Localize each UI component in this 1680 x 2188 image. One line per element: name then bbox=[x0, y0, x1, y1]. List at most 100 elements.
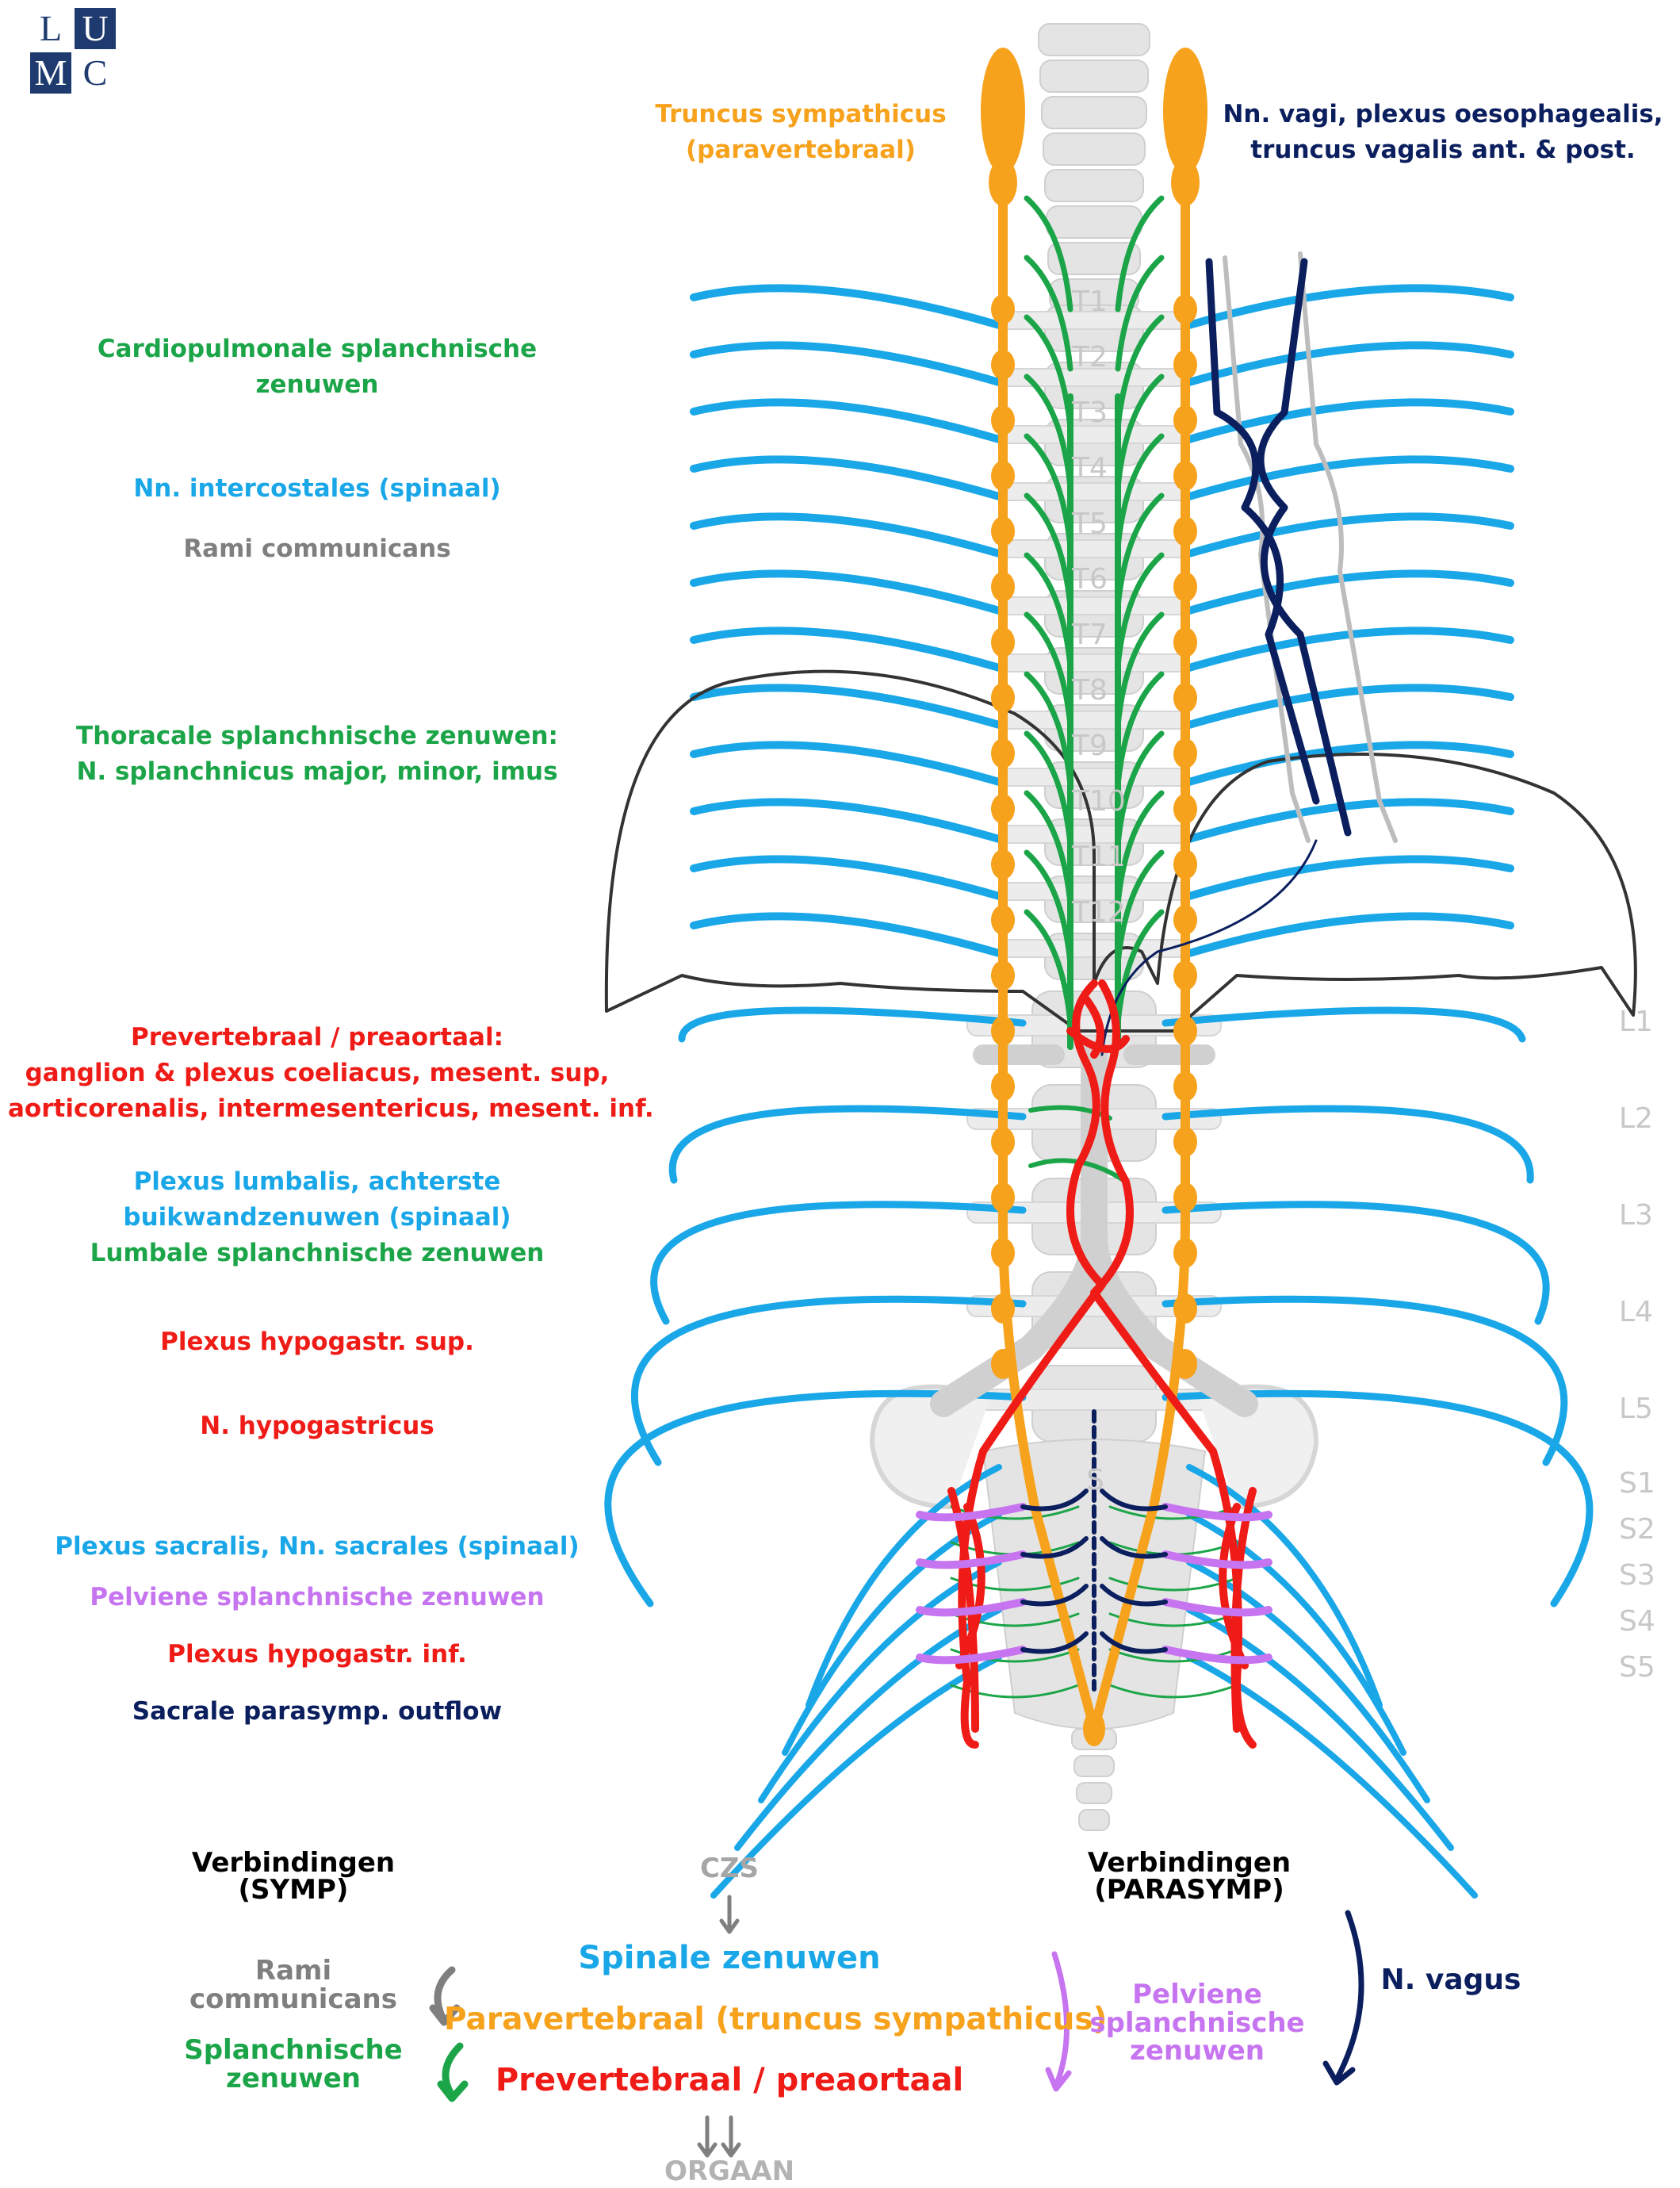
sympathetic-ganglion bbox=[1173, 405, 1197, 435]
lumbar-label: L2 bbox=[1619, 1102, 1653, 1135]
sympathetic-ganglion bbox=[1173, 1293, 1197, 1324]
sacral-label: S3 bbox=[1619, 1559, 1655, 1592]
sympathetic-ganglion bbox=[1173, 1016, 1197, 1046]
label-line: Plexus hypogastr. sup. bbox=[32, 1324, 603, 1360]
thoracic-label: T7 bbox=[1072, 619, 1108, 651]
flow-vagus: N. vagus bbox=[1364, 1964, 1538, 1996]
thoracic-label: T4 bbox=[1072, 452, 1108, 485]
lumbar-label: L5 bbox=[1619, 1393, 1653, 1425]
intercostal-nerve-left bbox=[694, 516, 999, 554]
cervical-ganglion bbox=[1171, 159, 1200, 206]
intercostal-nerve-right bbox=[1189, 459, 1510, 496]
sacral-nerve-right bbox=[1189, 1610, 1451, 1848]
flow-line: zenuwen bbox=[1070, 2037, 1324, 2066]
flow-line: (PARASYMP) bbox=[1031, 1876, 1348, 1903]
lumbar-label: L1 bbox=[1619, 1006, 1653, 1038]
label-intercostales: Nn. intercostales (spinaal) bbox=[32, 471, 603, 507]
flow-line: Verbindingen bbox=[1031, 1849, 1348, 1876]
label-line: ganglion & plexus coeliacus, mesent. sup… bbox=[8, 1056, 626, 1091]
sympathetic-ganglion bbox=[1173, 1238, 1197, 1268]
intercostal-nerve-right bbox=[1189, 516, 1510, 554]
label-line: aorticorenalis, intermesentericus, mesen… bbox=[8, 1091, 626, 1127]
label-line: Rami communicans bbox=[32, 531, 603, 567]
cervical-vertebra bbox=[1042, 97, 1146, 128]
sympathetic-ganglion bbox=[991, 516, 1015, 546]
intercostal-nerve-right bbox=[1189, 288, 1510, 325]
sympathetic-ganglion bbox=[1173, 572, 1197, 602]
arrow-vagus bbox=[1337, 1913, 1361, 2079]
sympathetic-ganglion bbox=[1173, 1349, 1197, 1379]
label-line: Truncus sympathicus bbox=[618, 97, 983, 132]
sympathetic-ganglion bbox=[1173, 738, 1197, 768]
coccyx-segment bbox=[1077, 1783, 1112, 1803]
label-hypogastr-inf: Plexus hypogastr. inf. bbox=[32, 1637, 603, 1673]
thoracic-label: T11 bbox=[1072, 841, 1126, 873]
intercostal-nerve-left bbox=[694, 573, 999, 611]
intercostal-nerve-left bbox=[694, 288, 999, 325]
sympathetic-ganglion bbox=[1173, 461, 1197, 491]
sympathetic-ganglion bbox=[991, 1293, 1015, 1324]
thoracic-label: T8 bbox=[1072, 674, 1108, 707]
label-line: N. hypogastricus bbox=[32, 1408, 603, 1444]
label-line: (paravertebraal) bbox=[618, 132, 983, 168]
label-cardiopulmonale: Cardiopulmonale splanchnische zenuwen bbox=[32, 331, 603, 403]
sympathetic-ganglion bbox=[991, 572, 1015, 602]
sympathetic-ganglion bbox=[991, 738, 1015, 768]
thoracic-label: T3 bbox=[1072, 397, 1108, 429]
label-truncus-sympathicus: Truncus sympathicus (paravertebraal) bbox=[618, 97, 983, 168]
ganglion-impar bbox=[1083, 1711, 1105, 1746]
intercostal-nerve-left bbox=[694, 859, 999, 896]
thoracic-label: T6 bbox=[1072, 563, 1108, 596]
sacral-label: S5 bbox=[1619, 1651, 1655, 1684]
label-rami-communicans: Rami communicans bbox=[32, 531, 603, 567]
intercostal-nerve-left bbox=[694, 402, 999, 439]
sympathetic-ganglion bbox=[991, 627, 1015, 657]
flow-symp-title: Verbindingen (SYMP) bbox=[143, 1849, 444, 1903]
cervical-vertebra bbox=[1039, 24, 1150, 56]
flow-line: Splanchnische bbox=[159, 2037, 428, 2065]
label-sacrale-outflow: Sacrale parasymp. outflow bbox=[32, 1694, 603, 1730]
intercostal-nerve-right bbox=[1189, 859, 1510, 896]
sacral-label: S4 bbox=[1619, 1605, 1655, 1638]
label-plexus-sacralis: Plexus sacralis, Nn. sacrales (spinaal) bbox=[16, 1529, 618, 1565]
label-line: Sacrale parasymp. outflow bbox=[32, 1694, 603, 1730]
label-line: Thoracale splanchnische zenuwen: bbox=[32, 718, 603, 754]
label-thoracale-splanchnische: Thoracale splanchnische zenuwen: N. spla… bbox=[32, 718, 603, 790]
superior-cervical-ganglion bbox=[1163, 48, 1207, 174]
label-hypogastr-sup: Plexus hypogastr. sup. bbox=[32, 1324, 603, 1360]
sympathetic-ganglion bbox=[991, 849, 1015, 879]
cervical-ganglion bbox=[989, 159, 1017, 206]
sympathetic-ganglion bbox=[991, 1238, 1015, 1268]
label-line: Plexus sacralis, Nn. sacrales (spinaal) bbox=[16, 1529, 618, 1565]
logo-l: L bbox=[30, 8, 71, 49]
label-prevertebraal: Prevertebraal / preaortaal: ganglion & p… bbox=[8, 1020, 626, 1127]
label-line: Plexus hypogastr. inf. bbox=[32, 1637, 603, 1673]
sympathetic-ganglion bbox=[1173, 849, 1197, 879]
label-vagus: Nn. vagi, plexus oesophagealis, truncus … bbox=[1221, 97, 1665, 168]
superior-cervical-ganglion bbox=[981, 48, 1025, 174]
logo-c: C bbox=[75, 52, 116, 94]
flow-spinale: Spinale zenuwen bbox=[507, 1940, 951, 1976]
sympathetic-ganglion bbox=[1173, 350, 1197, 380]
intercostal-nerve-left bbox=[694, 916, 999, 953]
flow-line: Pelviene bbox=[1070, 1981, 1324, 2010]
coccyx-segment bbox=[1074, 1756, 1114, 1776]
sympathetic-ganglion bbox=[1173, 294, 1197, 324]
flow-line: Verbindingen bbox=[143, 1849, 444, 1876]
sympathetic-ganglion bbox=[991, 1127, 1015, 1157]
flow-splanch: Splanchnische zenuwen bbox=[159, 2037, 428, 2093]
flow-rami: Rami communicans bbox=[159, 1957, 428, 2014]
thoracic-label: T10 bbox=[1072, 785, 1126, 818]
sympathetic-ganglion bbox=[991, 794, 1015, 824]
sympathetic-ganglion bbox=[1173, 627, 1197, 657]
cervical-vertebra bbox=[1047, 206, 1142, 238]
thoracic-label: T12 bbox=[1072, 896, 1126, 929]
label-pelviene: Pelviene splanchnische zenuwen bbox=[32, 1580, 603, 1615]
sympathetic-ganglion bbox=[1173, 794, 1197, 824]
cervical-vertebra bbox=[1045, 170, 1143, 201]
transverse-process bbox=[999, 768, 1189, 786]
sacral-center-label: S bbox=[1086, 1464, 1104, 1496]
sympathetic-ganglion bbox=[1173, 1182, 1197, 1213]
flow-czs: CZS bbox=[650, 1853, 809, 1884]
flow-pelviene: Pelviene splanchnische zenuwen bbox=[1070, 1981, 1324, 2066]
